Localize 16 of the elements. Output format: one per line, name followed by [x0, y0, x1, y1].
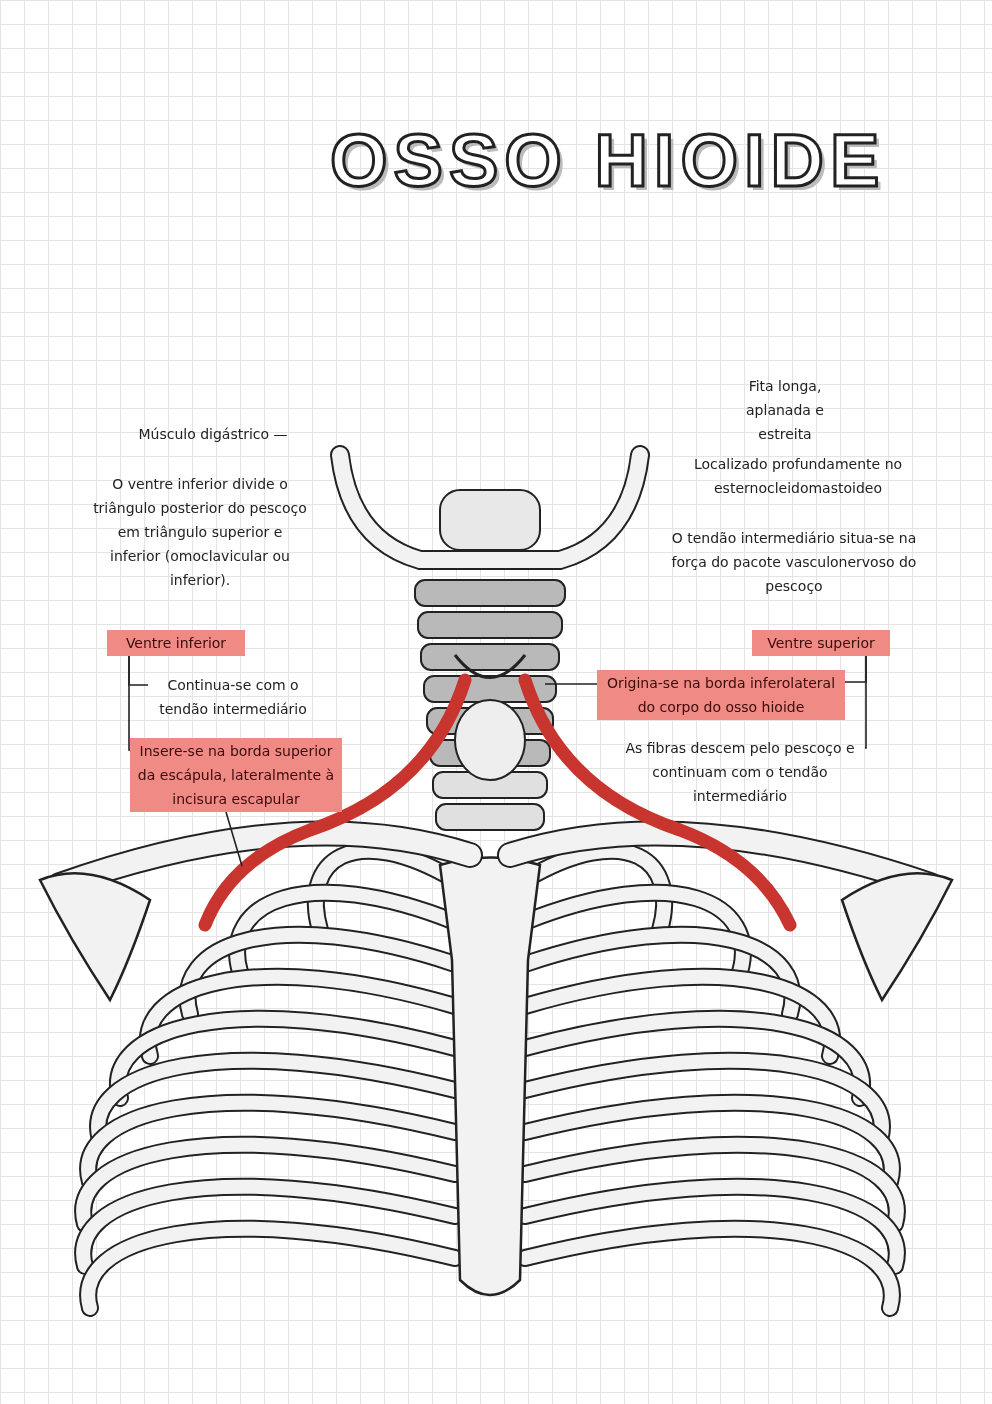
annotation-text: Continua-se com o tendão intermediário	[148, 673, 318, 721]
highlighted-label: Origina-se na borda inferolateral do corpo do osso hioide	[597, 670, 845, 720]
annotation-text: O tendão intermediário situa-se na força do pacote vasculonervoso do pescoço	[670, 529, 918, 596]
annotation-text: O ventre inferior divide o triângulo posterior do pescoço em triângulo superior e inferior (omoclavicular ou inferior).	[92, 475, 308, 590]
bracket-line	[128, 655, 131, 751]
highlighted-label: Ventre inferior	[107, 630, 245, 656]
muscle-name: Músculo digástrico —	[137, 425, 289, 444]
annotation-text: Fita longa, aplanada e estreita	[745, 377, 825, 444]
highlighted-label: Ventre superior	[752, 630, 890, 656]
highlighted-label: Insere-se na borda superior da escápula, lateralmente à incisura escapular	[130, 738, 342, 812]
annotation-text: Localizado profundamente no esternocleidomastoideo	[692, 455, 904, 498]
title: OSSO HIOIDE	[330, 118, 886, 203]
leader-line	[544, 683, 598, 685]
leader-line	[225, 811, 243, 867]
bracket-line	[864, 655, 867, 749]
annotation-text: As fibras descem pelo pescoço e continuam com o tendão intermediário	[615, 736, 865, 808]
